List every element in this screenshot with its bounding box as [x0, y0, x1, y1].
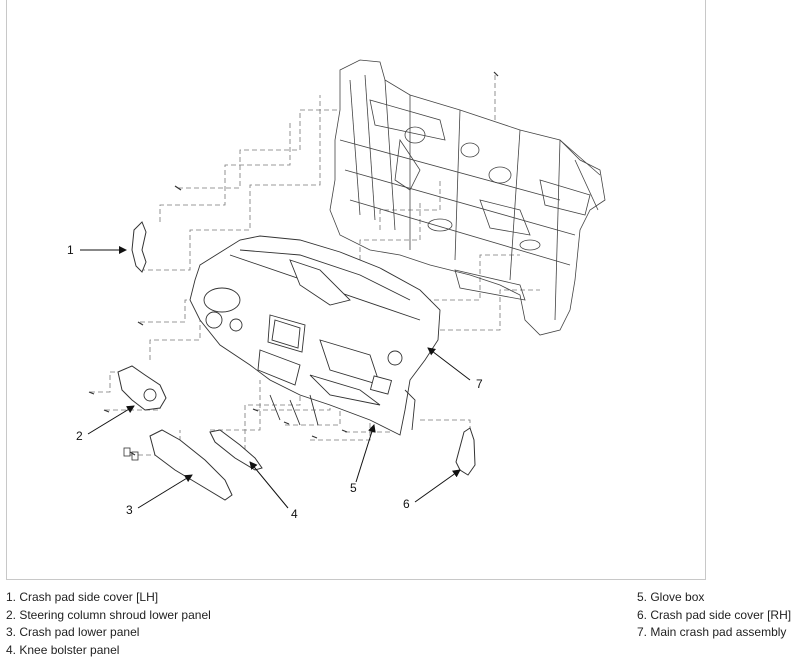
crash-pad-lower-panel	[149, 429, 233, 501]
callout-6: 6	[403, 497, 410, 511]
crash-pad-side-cover-rh	[455, 427, 476, 476]
legend-item: 2. Steering column shroud lower panel	[6, 607, 211, 622]
screws	[88, 71, 499, 456]
legend-left: 1. Crash pad side cover [LH] 2. Steering…	[6, 589, 211, 659]
legend-item: 6. Crash pad side cover [RH]	[637, 607, 792, 622]
legend-item: 3. Crash pad lower panel	[6, 625, 140, 639]
main-crash-pad-assembly	[189, 235, 441, 436]
callout-4: 4	[291, 507, 298, 521]
steering-column-shroud-lower-panel	[117, 365, 167, 411]
callout-2: 2	[76, 429, 83, 443]
legend-item: 7. Main crash pad assembly	[637, 625, 787, 639]
callout-1: 1	[67, 243, 74, 257]
knee-bolster-panel	[209, 429, 263, 471]
crash-pad-side-cover-lh	[131, 221, 147, 273]
legend-item: 4. Knee bolster panel	[6, 642, 120, 657]
body-frame	[329, 59, 606, 336]
callout-7: 7	[476, 377, 483, 391]
callout-3: 3	[126, 503, 133, 517]
legend-right: 5. Glove box 6. Crash pad side cover [RH…	[637, 589, 791, 642]
exploded-view-diagram: 1 2 3 4 5 6 7	[67, 59, 606, 521]
mounting-clips	[123, 447, 139, 461]
legend-item: 5. Glove box	[637, 590, 705, 604]
callout-5: 5	[350, 481, 357, 495]
callout-leaders	[80, 246, 471, 509]
legend-item: 1. Crash pad side cover [LH]	[6, 590, 159, 604]
